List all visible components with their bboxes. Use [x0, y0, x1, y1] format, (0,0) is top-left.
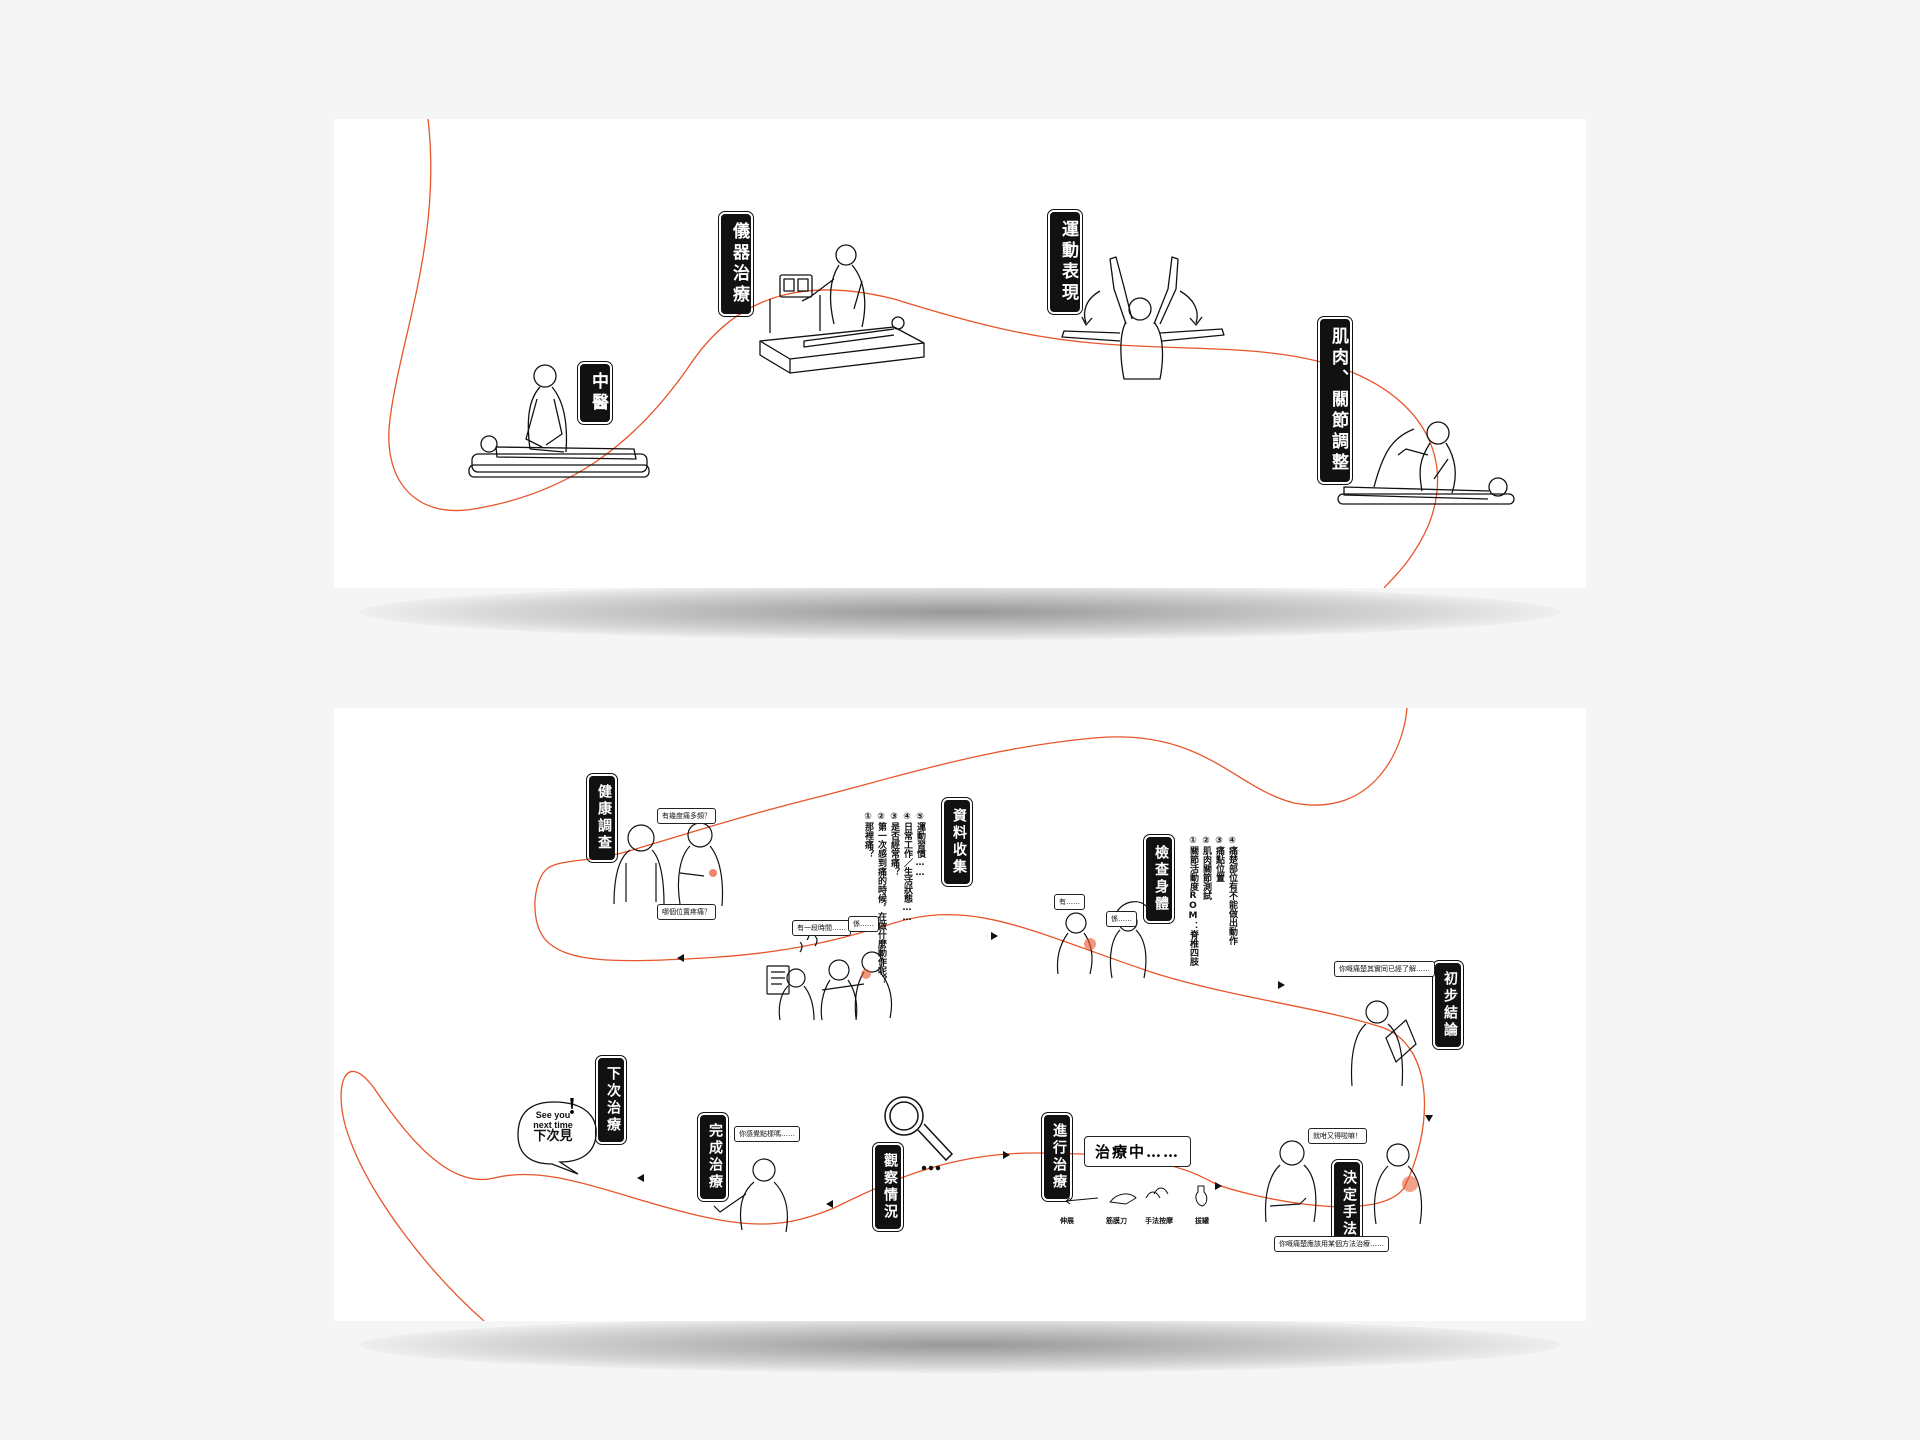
bottom-illustration: [340, 708, 1433, 1321]
decide-method-bubble-bottom: 你嘅痛楚應該用某個方法治療……: [1274, 1236, 1389, 1252]
stage-label-decide-method: 決定手法: [1331, 1159, 1363, 1249]
top-illustration: [388, 119, 1515, 588]
panel-shadow: [360, 584, 1560, 640]
data-collection-questions: ①那裡痛？ ②第一次感到痛的時候，在做什麼動作呢？ ③是否經常痛？ ④日常工作／…: [861, 812, 939, 984]
stage-label-complete: 完成治療: [697, 1112, 729, 1202]
station-label-performance: 運動表現: [1047, 209, 1083, 315]
question-item: ①那裡痛？: [863, 812, 873, 858]
data-collection-icon: [766, 929, 893, 1021]
see-you-cn: 下次見: [533, 1129, 573, 1144]
see-you-line1: See you: [535, 1110, 571, 1120]
preliminary-conclusion-icon: [1350, 1000, 1417, 1087]
data-collection-bubble-a: 有一段時間……: [792, 920, 851, 936]
tool-label: 伸展: [1060, 1217, 1074, 1225]
journey-path: [340, 708, 1426, 1321]
tool-label: 拔罐: [1195, 1217, 1209, 1225]
see-you-text: See you next time 下次見: [521, 1110, 585, 1144]
bottom-panel: 健康調查 有幾度痛多頻？ 哪個位置疼痛？ 資料收集 ①那裡痛？ ②第一次感到痛的…: [334, 708, 1586, 1321]
direction-arrows: [637, 932, 1433, 1208]
tool-label: 手法按摩: [1145, 1217, 1173, 1225]
top-panel: 中醫 儀器治療 運動表現 肌肉、關節調整: [334, 119, 1586, 588]
exclaim-mark: !: [568, 1094, 576, 1120]
check-item: ③痛點位置: [1214, 836, 1224, 882]
treatment-tools-icon: [1065, 1185, 1208, 1207]
journey-path: [388, 119, 1439, 588]
question-item: ②第一次感到痛的時候，在做什麼動作呢？: [876, 812, 886, 984]
stage-label-data-collection: 資料收集: [941, 797, 973, 887]
treatment-status: 治療中……: [1084, 1136, 1192, 1167]
body-check-items: ①關節活動度ROM：脊椎四肢 ②肌肉關節測試 ③痛點位置 ④痛楚部位有不能做出動…: [1186, 836, 1240, 966]
check-item: ②肌肉關節測試: [1201, 836, 1211, 900]
decide-method-bubble-top: 就咁又得啦嘛！: [1308, 1128, 1367, 1144]
health-survey-icon: [613, 822, 724, 907]
complete-treatment-icon: [713, 1158, 789, 1233]
health-survey-bubble-top: 有幾度痛多頻？: [657, 808, 716, 824]
arms-raised-icon: [1061, 256, 1225, 380]
check-item: ①關節活動度ROM：脊椎四肢: [1188, 836, 1198, 966]
station-label-instrument: 儀器治療: [718, 211, 754, 317]
stage-label-in-treatment: 進行治療: [1041, 1112, 1073, 1202]
health-survey-bubble-bottom: 哪個位置疼痛？: [657, 904, 716, 920]
decide-method-icon: [1264, 1140, 1423, 1225]
data-collection-bubble-b: 係……: [848, 916, 879, 932]
see-you-bubble-icon: [517, 1101, 597, 1175]
station-label-tcm: 中醫: [577, 361, 613, 425]
tool-label: 筋膜刀: [1106, 1217, 1127, 1225]
see-you-line2: next time: [533, 1120, 573, 1130]
preliminary-conclusion-bubble: 你嘅痛楚其實同已經了解……: [1334, 961, 1435, 977]
instrument-therapy-icon: [759, 244, 925, 374]
question-item: ⑤運動習慣……: [915, 812, 925, 878]
station-label-adjustment: 肌肉、關節調整: [1317, 316, 1353, 485]
complete-bubble: 你感覺點樣嗎……: [734, 1126, 800, 1142]
question-item: ③是否經常痛？: [889, 812, 899, 876]
stage-label-observe: 觀察情況: [872, 1142, 904, 1232]
body-check-bubble-b: 係……: [1106, 911, 1137, 927]
stage-label-body-check: 檢查身體: [1143, 834, 1175, 924]
stage-label-health-survey: 健康調查: [586, 773, 618, 863]
question-item: ④日常工作／生活狀態……: [902, 812, 912, 923]
body-check-bubble-a: 有……: [1054, 894, 1085, 910]
body-check-icon: [1056, 901, 1149, 979]
joint-adjustment-icon: [1337, 421, 1515, 505]
cpr-massage-icon: [468, 364, 650, 478]
stage-label-next-treatment: 下次治療: [595, 1055, 627, 1145]
check-item: ④痛楚部位有不能做出動作: [1227, 836, 1237, 945]
stage-label-preliminary-conclusion: 初步結論: [1432, 960, 1464, 1050]
panel-shadow: [360, 1317, 1560, 1373]
magnifier-icon: [884, 1096, 954, 1171]
